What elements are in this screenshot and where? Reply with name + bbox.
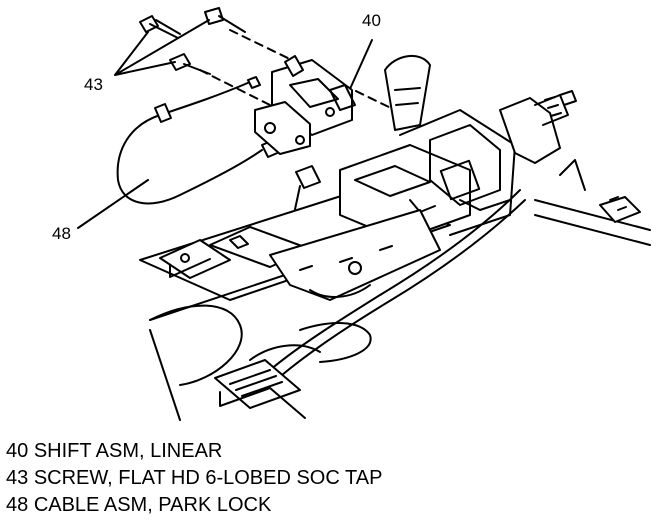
tilt-housing <box>339 109 516 241</box>
legend-item-number: 43 <box>6 467 29 489</box>
alignment-line-lower <box>199 69 301 121</box>
left-connector <box>159 239 231 279</box>
steering-column-exploded-diagram <box>77 7 651 421</box>
mounting-bracket <box>269 209 441 301</box>
callout-48-leader <box>77 179 149 229</box>
wiring-harness <box>249 189 526 376</box>
harness-connector-plug <box>214 359 306 419</box>
shift-assembly <box>254 55 356 155</box>
legend-item: 43 SCREW, FLAT HD 6-LOBED SOC TAP <box>6 465 666 492</box>
legend-item-number: 48 <box>6 494 29 516</box>
column-lower-edge <box>149 329 181 421</box>
screw-upper <box>139 15 181 39</box>
legend-item: 48 CABLE ASM, PARK LOCK <box>6 492 666 519</box>
callout-43-leader <box>114 19 210 76</box>
right-cable-bracket <box>534 159 651 246</box>
legend-item-number: 40 <box>6 440 29 462</box>
legend-item: 40 SHIFT ASM, LINEAR <box>6 438 666 465</box>
callout-43-label: 43 <box>84 75 103 94</box>
sensor-connector <box>293 165 321 215</box>
screw-middle <box>204 7 246 33</box>
callout-40-label: 40 <box>362 11 381 30</box>
legend-item-description: SCREW, FLAT HD 6-LOBED SOC TAP <box>33 467 383 489</box>
parts-legend: 40 SHIFT ASM, LINEAR 43 SCREW, FLAT HD 6… <box>6 438 666 519</box>
steering-shaft <box>499 90 577 164</box>
legend-item-description: CABLE ASM, PARK LOCK <box>33 494 272 516</box>
legend-item-description: SHIFT ASM, LINEAR <box>33 440 223 462</box>
callout-48-label: 48 <box>52 224 71 243</box>
tilt-lever <box>384 55 431 131</box>
